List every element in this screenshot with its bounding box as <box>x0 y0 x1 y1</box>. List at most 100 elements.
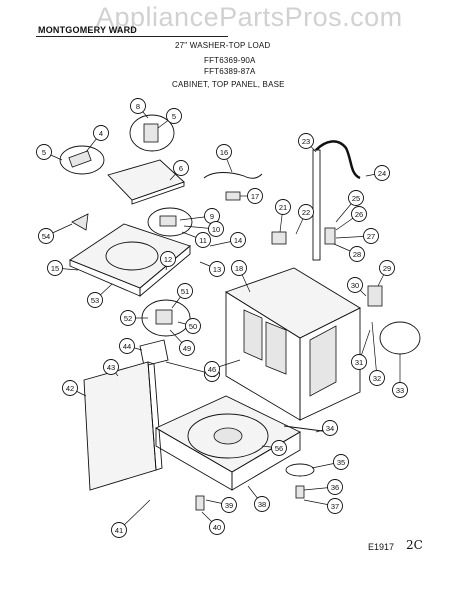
callout-number: 42 <box>66 384 74 393</box>
callout-number: 27 <box>367 232 375 241</box>
callout-number: 40 <box>213 523 221 532</box>
callout-17: 17 <box>240 188 263 204</box>
callout-38: 38 <box>247 485 270 512</box>
cabinet-panel-3 <box>309 325 337 397</box>
callout-number: 56 <box>275 444 283 453</box>
callout-50: 50 <box>177 318 201 334</box>
callout-12: 12 <box>160 251 176 271</box>
callout-circle <box>348 190 364 206</box>
callout-13: 13 <box>199 261 225 277</box>
callout-number: 29 <box>383 264 391 273</box>
callout-number: 16 <box>220 148 228 157</box>
callout-22: 22 <box>295 204 314 235</box>
callout-number: 4 <box>99 129 103 138</box>
callout-number: 26 <box>355 210 363 219</box>
callout-number: 39 <box>225 501 233 510</box>
callout-number: 53 <box>91 296 99 305</box>
callout-circle <box>363 228 379 244</box>
bumper-part <box>71 213 89 231</box>
callout-number: 11 <box>199 236 207 245</box>
callout-40: 40 <box>201 511 225 535</box>
callout-number: 25 <box>352 194 360 203</box>
callout-number: 28 <box>353 250 361 259</box>
watermark: AppliancePartsPros.com <box>96 2 403 32</box>
plug-part <box>225 191 241 201</box>
callout-circle <box>185 318 201 334</box>
callout-circle <box>347 277 363 293</box>
callout-number: 32 <box>373 374 381 383</box>
callout-number: 24 <box>378 169 386 178</box>
standpipe <box>312 149 321 261</box>
callout-10: 10 <box>183 221 224 237</box>
callout-44: 44 <box>119 338 143 354</box>
callout-56: 56 <box>261 440 287 456</box>
hinge-part <box>143 123 159 143</box>
callout-number: 18 <box>235 264 243 273</box>
callout-8: 8 <box>130 98 149 119</box>
section-title: CABINET, TOP PANEL, BASE <box>172 80 285 89</box>
callout-29: 29 <box>377 260 395 287</box>
callout-number: 43 <box>107 363 115 372</box>
callout-52: 52 <box>120 310 148 326</box>
callout-circle <box>87 292 103 308</box>
callout-circle <box>374 165 390 181</box>
callout-35: 35 <box>311 454 349 470</box>
callout-46: 46 <box>204 359 241 377</box>
callout-circle <box>298 204 314 220</box>
valve-part <box>324 227 336 245</box>
switch-part <box>155 309 173 325</box>
callout-14: 14 <box>209 232 246 248</box>
callout-51: 51 <box>171 283 193 309</box>
callout-circle <box>333 454 349 470</box>
callout-30: 30 <box>347 277 367 297</box>
callout-number: 38 <box>258 500 266 509</box>
header-rule <box>36 36 228 37</box>
callout-circle <box>327 479 343 495</box>
hinge-circle-right <box>129 114 175 152</box>
cabinet-back-side <box>299 307 361 421</box>
callout-circle <box>177 283 193 299</box>
callout-number: 13 <box>213 265 221 274</box>
callout-number: 9 <box>210 212 214 221</box>
callout-circle <box>208 221 224 237</box>
callout-number: 22 <box>302 208 310 217</box>
callout-36: 36 <box>303 479 343 495</box>
callout-circle <box>93 125 109 141</box>
lid-edge <box>131 181 185 205</box>
callout-circle <box>230 232 246 248</box>
callout-circle <box>166 108 182 124</box>
callout-number: 21 <box>279 203 287 212</box>
bracket-part <box>367 285 383 307</box>
callout-number: 33 <box>396 386 404 395</box>
callout-31: 31 <box>351 329 371 370</box>
hinge-bracket <box>68 150 92 168</box>
wire-clip <box>271 231 287 245</box>
callout-circle <box>120 310 136 326</box>
callout-circle <box>204 361 220 377</box>
callout-circle <box>247 188 263 204</box>
callout-circle <box>298 133 314 149</box>
callout-number: 23 <box>302 137 310 146</box>
drain-hose <box>315 140 361 180</box>
callout-circle <box>216 144 232 160</box>
callout-number: 17 <box>251 192 259 201</box>
top-opening <box>105 241 159 271</box>
callout-circle <box>111 522 127 538</box>
base-hub <box>213 427 243 445</box>
leg-39 <box>195 495 205 511</box>
callout-24: 24 <box>365 165 390 181</box>
callout-5: 5 <box>36 144 63 161</box>
callout-circle <box>271 440 287 456</box>
callout-number: 15 <box>51 264 59 273</box>
callout-37: 37 <box>303 498 343 514</box>
callout-circle <box>179 340 195 356</box>
callout-39: 39 <box>205 497 237 513</box>
callout-53: 53 <box>87 283 113 308</box>
callout-number: 10 <box>212 225 220 234</box>
callout-number: 52 <box>124 314 132 323</box>
callout-circle <box>209 261 225 277</box>
callout-number: 36 <box>331 483 339 492</box>
model-number-1: FFT6369-90A <box>204 56 256 65</box>
hose-part <box>203 172 263 179</box>
detail-circle-33 <box>379 321 421 355</box>
